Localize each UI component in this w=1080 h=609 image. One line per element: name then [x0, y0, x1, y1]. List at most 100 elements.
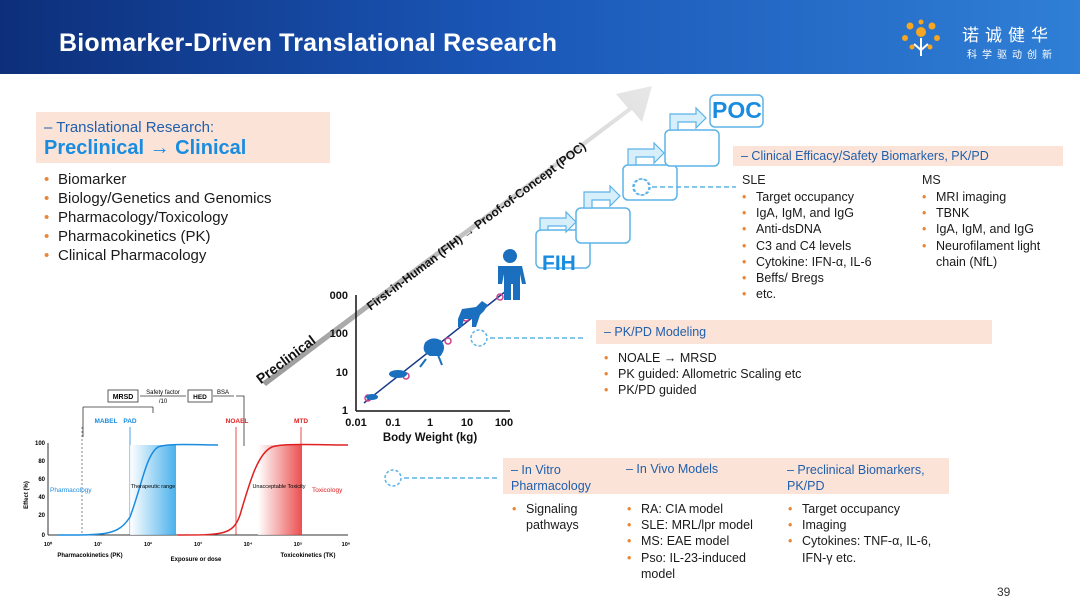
y-tick: 80 — [38, 459, 45, 465]
list-item: Beffs/ Bregs — [740, 270, 872, 286]
y-tick: 40 — [38, 495, 45, 501]
x-tick: 10³ — [194, 541, 202, 548]
x-tick: 100 — [495, 417, 513, 429]
clinical-header-bar: – Clinical Efficacy/Safety Biomarkers, P… — [733, 146, 1063, 166]
allometric-scaling-chart: 1000 100 10 1 0.01 0.1 1 10 100 Body Wei… — [330, 290, 513, 444]
noael-label: NOAEL — [226, 418, 249, 425]
list-item: TBNK — [920, 205, 1065, 221]
x-center-label: Exposure or dose — [171, 557, 222, 563]
monkey-icon — [419, 338, 444, 368]
translational-list: Biomarker Biology/Genetics and Genomics … — [42, 170, 271, 265]
mtd-label: MTD — [294, 418, 308, 425]
preclinical-header-bar: – In Vitro Pharmacology – In Vivo Models… — [503, 458, 949, 494]
sle-list: Target occupancy IgA, IgM, and IgG Anti-… — [740, 189, 872, 303]
pharmacology-label: Pharmacology — [50, 487, 92, 494]
preclinical-biomarker-list: Target occupancy Imaging Cytokines: TNF-… — [786, 501, 951, 566]
pad-label: PAD — [123, 418, 137, 425]
x-left-label: Pharmacokinetics (PK) — [57, 553, 122, 559]
fih-label: FIH — [542, 252, 576, 275]
y-tick: 100 — [330, 328, 348, 340]
list-item: IgA, IgM, and IgG — [740, 205, 872, 221]
list-item: Anti-dsDNA — [740, 221, 872, 237]
list-item: C3 and C4 levels — [740, 238, 872, 254]
page-number: 39 — [997, 585, 1011, 599]
list-item: Biomarker — [42, 170, 271, 189]
human-icon — [498, 249, 526, 300]
ms-list: MRI imaging TBNK IgA, IgM, and IgG Neuro… — [920, 189, 1065, 270]
in-vitro-header: – In Vitro Pharmacology — [511, 463, 591, 493]
list-item: Neurofilament light chain (NfL) — [920, 238, 1065, 270]
step-boxes — [535, 94, 764, 269]
in-vivo-header: – In Vivo Models — [626, 462, 719, 476]
unacceptable-toxicity-label: Unacceptable Toxicity — [252, 484, 305, 490]
header-banner: Biomarker-Driven Translational Research … — [0, 0, 1080, 74]
in-vitro-list: Signaling pathways — [510, 501, 600, 533]
list-item: SLE: MRL/lpr model — [625, 517, 775, 533]
pharmacology-curve — [57, 443, 219, 536]
list-item: NOALE → MRSD — [602, 350, 801, 366]
translational-subtitle: – Translational Research: — [44, 119, 215, 136]
dashed-connector — [384, 469, 500, 487]
y-tick: 60 — [38, 477, 45, 483]
mouse-icon — [366, 394, 378, 400]
dashed-connector — [470, 329, 586, 347]
list-item: Clinical Pharmacology — [42, 246, 271, 265]
company-name: 诺诚健华 — [962, 26, 1054, 45]
y-tick: 10 — [336, 367, 348, 379]
y-tick: 0 — [42, 533, 46, 539]
ms-title: MS — [922, 173, 941, 187]
list-item: IgA, IgM, and IgG — [920, 221, 1065, 237]
x-tick: 10⁶ — [342, 542, 351, 548]
hed-label: HED — [193, 394, 207, 401]
translational-research-box: – Translational Research: Preclinical → … — [36, 112, 330, 163]
x-tick: 10 — [461, 417, 473, 429]
toxicology-label: Toxicology — [312, 487, 343, 494]
x-tick: 1 — [427, 417, 433, 429]
y-axis-label: Effect (%) — [24, 481, 30, 509]
diagonal-arrow-icon — [262, 86, 652, 386]
company-logo-icon — [902, 19, 940, 56]
in-vivo-list: RA: CIA model SLE: MRL/lpr model MS: EAE… — [625, 501, 775, 582]
x-tick: 10⁴ — [244, 542, 253, 548]
translational-main: Preclinical → Clinical — [44, 137, 247, 159]
x-tick: 0.01 — [345, 417, 366, 429]
list-item: PK/PD guided — [602, 382, 801, 398]
pkpd-list: NOALE → MRSD PK guided: Allometric Scali… — [602, 350, 801, 399]
rat-icon — [389, 370, 407, 378]
x-tick: 10² — [144, 541, 152, 548]
x-tick: 10¹ — [94, 541, 102, 548]
list-item: Imaging — [786, 517, 951, 533]
y-tick: 20 — [38, 513, 45, 519]
y-tick: 1 — [342, 405, 348, 417]
list-item: Target occupancy — [786, 501, 951, 517]
x-tick: 10⁵ — [294, 542, 303, 548]
translation-arrow-diagram — [262, 86, 764, 386]
mabel-label: MABEL — [94, 418, 117, 425]
sle-title: SLE — [742, 173, 766, 187]
dashed-connector — [632, 178, 736, 196]
safety-factor-label: Safety factor — [146, 390, 180, 396]
y-tick: 1000 — [330, 290, 348, 302]
list-item: Cytokine: IFN-α, IL-6 — [740, 254, 872, 270]
pkpd-header: – PK/PD Modeling — [604, 325, 707, 339]
x-axis-label: Body Weight (kg) — [383, 432, 478, 444]
clinical-header: – Clinical Efficacy/Safety Biomarkers, P… — [741, 149, 989, 163]
list-item: Target occupancy — [740, 189, 872, 205]
toxicology-curve — [177, 443, 349, 536]
list-item: PK guided: Allometric Scaling etc — [602, 366, 801, 382]
therapeutic-range-band — [130, 445, 176, 535]
list-item: etc. — [740, 286, 872, 302]
list-item: Pharmacokinetics (PK) — [42, 227, 271, 246]
list-item: MS: EAE model — [625, 533, 775, 549]
step-arrows — [539, 106, 707, 234]
list-item: Biology/Genetics and Genomics — [42, 189, 271, 208]
toxicity-band — [258, 445, 302, 535]
y-tick: 100 — [35, 441, 46, 447]
safety-div-label: /10 — [159, 399, 168, 405]
dog-icon — [458, 301, 488, 327]
page-title: Biomarker-Driven Translational Research — [59, 29, 558, 57]
x-tick: 10⁰ — [44, 541, 53, 548]
preclinical-biomarker-header: – Preclinical Biomarkers, PK/PD — [787, 463, 925, 493]
list-item: RA: CIA model — [625, 501, 775, 517]
x-tick: 0.1 — [385, 417, 400, 429]
